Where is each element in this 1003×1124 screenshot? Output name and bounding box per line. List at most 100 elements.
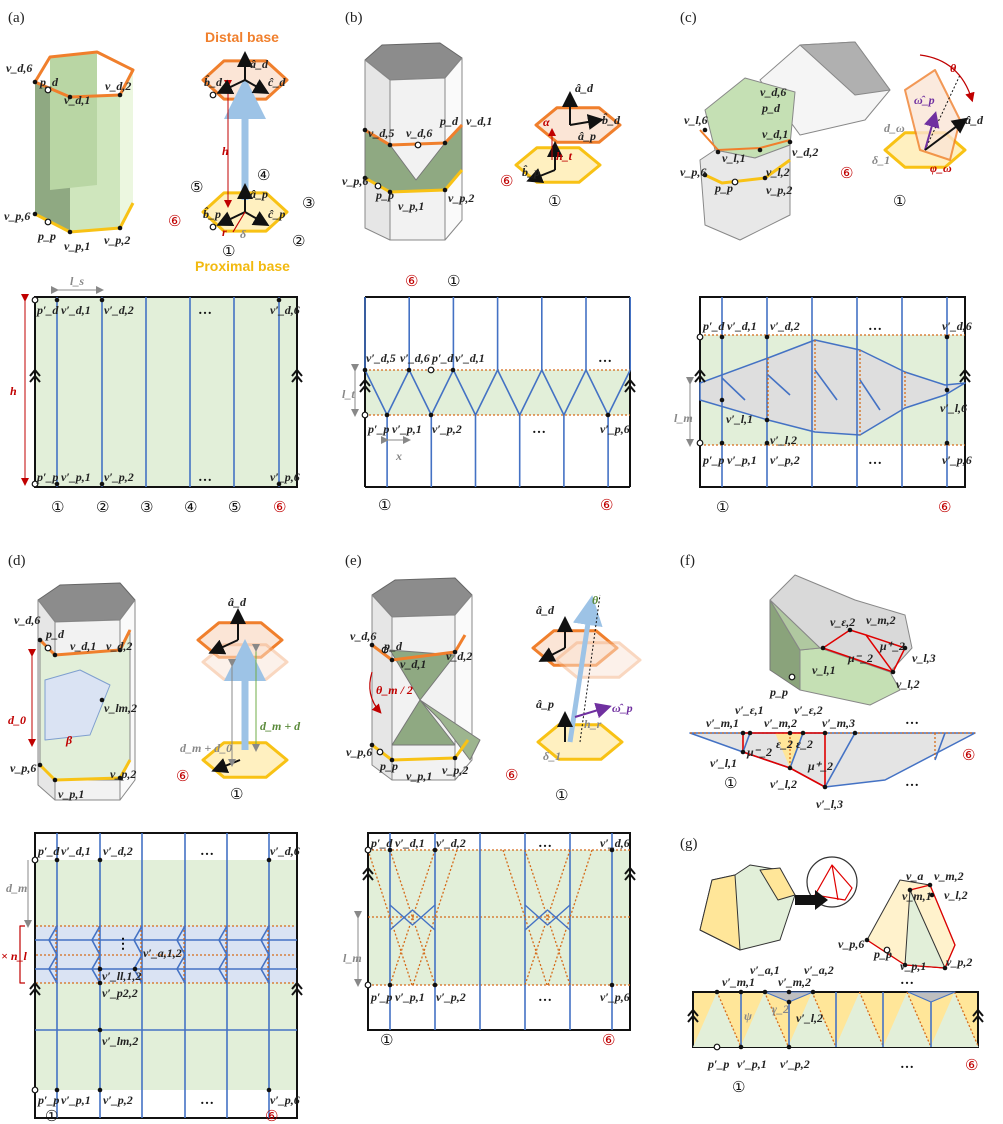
- label: v_d,5: [368, 126, 394, 140]
- vertex-dot: [432, 982, 438, 988]
- circled-5: ⑤: [228, 498, 241, 516]
- circled-1: ①: [548, 192, 561, 210]
- label: v_lm,2: [104, 701, 137, 715]
- vertex-dot: [740, 730, 746, 736]
- reference-point: [31, 1086, 39, 1094]
- label: v_p,2: [766, 183, 792, 197]
- label: v_d,1: [64, 93, 90, 107]
- prism-top-interior: [37, 582, 136, 623]
- axis-arrow: [244, 211, 270, 226]
- vertex-dot: [929, 892, 935, 898]
- vertex-dot: [902, 645, 908, 651]
- vertex-dot: [99, 697, 105, 703]
- label: v′_d,6: [600, 836, 630, 850]
- label: v′_a,1: [750, 963, 780, 977]
- label: b̂_p: [203, 207, 221, 221]
- label: v′_d,6: [400, 351, 430, 365]
- nl-bracket: [19, 925, 25, 984]
- vertex-dot: [757, 147, 763, 153]
- mountain-fold: [934, 732, 946, 761]
- circled-1: ①: [380, 1031, 393, 1049]
- label: v_p,6: [346, 745, 372, 759]
- label: â_d: [536, 603, 555, 617]
- label: v′_p,6: [270, 470, 300, 484]
- reference-point: [44, 86, 52, 94]
- rotation-axis: [579, 594, 601, 743]
- vertex-dot: [786, 1044, 792, 1050]
- vertex-dot: [764, 417, 770, 423]
- label: p′_p: [36, 470, 58, 484]
- label: v_l,2: [896, 677, 920, 691]
- label: δ_1: [543, 749, 561, 763]
- label: …: [900, 1057, 914, 1072]
- label: v_p,1: [406, 769, 432, 783]
- chevron-fold: [48, 925, 58, 984]
- double-arrow-icon: [359, 379, 371, 387]
- distal-edge: [371, 634, 467, 662]
- vertex-dot: [452, 649, 458, 655]
- label: …: [598, 351, 612, 366]
- label: θ_m / 2: [376, 683, 413, 697]
- reference-point: [713, 1043, 721, 1051]
- vertex-dot: [266, 857, 272, 863]
- label: v_p,2: [442, 763, 468, 777]
- label: v′_p,2: [770, 453, 800, 467]
- label: v_d,1: [466, 114, 492, 128]
- vertex-dot: [32, 211, 38, 217]
- chevron-fold: [133, 925, 143, 984]
- slope: [769, 599, 821, 651]
- circled-6: ⑥: [600, 496, 613, 514]
- circled-6: ⑥: [168, 212, 181, 230]
- circled-6: ⑥: [965, 1056, 978, 1074]
- reference-point: [414, 141, 422, 149]
- green-triangle: [693, 992, 741, 1047]
- vertex-dot: [450, 367, 456, 373]
- label: d_ω: [884, 121, 905, 135]
- label: …: [198, 470, 212, 485]
- label: v_d,2: [106, 639, 132, 653]
- axis-arrow: [538, 647, 566, 662]
- proximal-edge: [38, 759, 132, 782]
- label: v_d,6: [760, 85, 786, 99]
- vertex-dot: [764, 334, 770, 340]
- label: v′_d,6: [270, 303, 300, 317]
- label: d_m + d: [260, 719, 301, 733]
- distal-base-label: Distal base: [205, 29, 279, 45]
- vertex-dot: [702, 127, 708, 133]
- label: p′_p: [370, 990, 392, 1004]
- label: v′_d,1: [61, 844, 91, 858]
- highlight-edge: [866, 884, 956, 969]
- circled-6: ⑥: [602, 1031, 615, 1049]
- circled-6: ⑥: [405, 272, 418, 290]
- circled-1: ①: [447, 272, 460, 290]
- double-arrow-icon: [291, 988, 303, 996]
- label: p_d: [45, 627, 65, 641]
- label: p_p: [714, 181, 733, 195]
- label: β: [65, 733, 73, 747]
- label: p′_p: [702, 453, 724, 467]
- vertex-dot: [97, 857, 103, 863]
- vertex-dot: [852, 730, 858, 736]
- vertex-dot: [442, 140, 448, 146]
- circled-1: ①: [230, 785, 243, 803]
- label: b̂_p: [522, 165, 540, 179]
- label: φ_ω: [930, 161, 952, 175]
- reference-point: [31, 480, 39, 488]
- vertex-dot: [362, 127, 368, 133]
- label: v′_p,2: [436, 990, 466, 1004]
- circled-6: ⑥: [176, 767, 189, 785]
- mountain-fold: [767, 374, 791, 396]
- label: θ: [592, 593, 599, 607]
- label: p_d: [39, 75, 59, 89]
- vertex-dot: [387, 847, 393, 853]
- label: p_p: [769, 685, 788, 699]
- label: v′_l,3: [816, 797, 843, 811]
- label: v′_m,1: [722, 975, 755, 989]
- panel-label-a: (a): [8, 10, 25, 26]
- theta-arc: [919, 54, 975, 103]
- vertex-dot: [387, 189, 393, 195]
- double-arrow-icon: [972, 1009, 984, 1017]
- vertex-dot: [714, 989, 720, 995]
- reference-point: [376, 748, 384, 756]
- label: d_m + d_0: [180, 741, 232, 755]
